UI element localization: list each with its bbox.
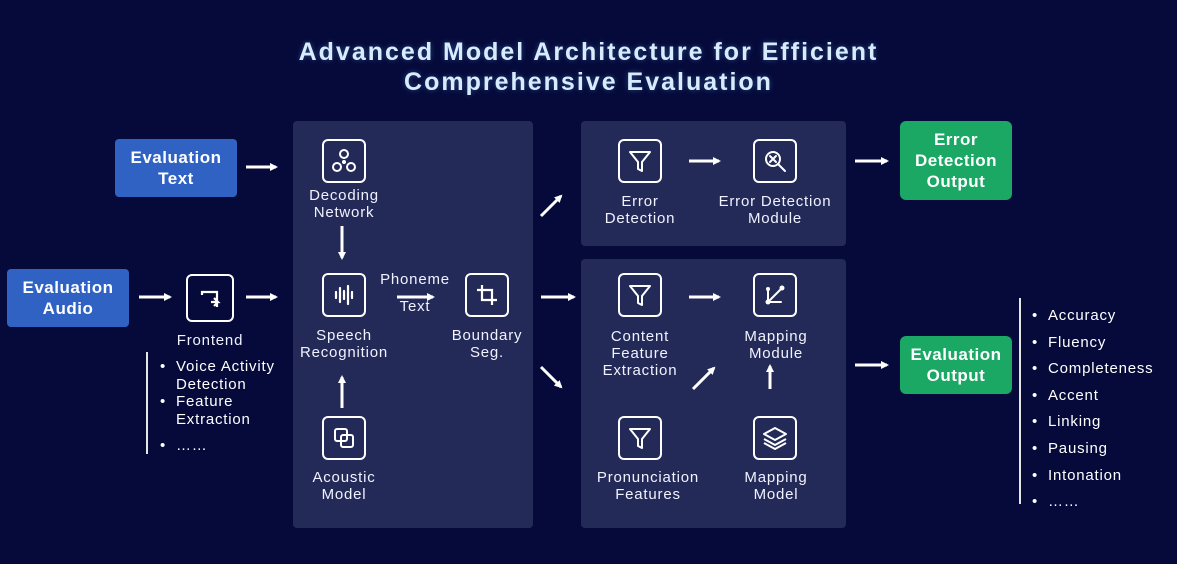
frontend-item-1: •Voice Activity	[160, 358, 275, 375]
speech-recognition-label: Speech Recognition	[299, 327, 389, 361]
evaluation-audio-line-1: Evaluation	[22, 278, 114, 297]
frontend-item-3: •……	[160, 437, 208, 454]
evaluation-output-line-1: Evaluation	[910, 345, 1002, 364]
evaluation-output-line-2: Output	[926, 366, 986, 385]
recognition-panel	[293, 121, 533, 528]
frontend-list: •Voice Activity Detection •Feature Extra…	[160, 358, 275, 455]
error-output-line-3: Output	[926, 172, 986, 191]
arrow-to-error-panel	[539, 194, 563, 218]
error-detection-label: Error Detection	[604, 193, 676, 227]
metrics-list-bracket	[1019, 298, 1021, 504]
evaluation-audio-line-2: Audio	[42, 299, 94, 318]
phoneme-text-label: Phoneme Text	[380, 271, 450, 315]
metric-item: •Fluency	[1032, 333, 1107, 351]
title-line-2: Comprehensive Evaluation	[404, 68, 773, 96]
evaluation-output-box: Evaluation Output	[900, 336, 1012, 394]
evaluation-panel	[581, 259, 846, 528]
frontend-icon	[186, 274, 234, 322]
decoding-network-icon	[322, 139, 366, 183]
arrow-pronunciation-to-mapping	[691, 366, 716, 391]
evaluation-metrics-list: •Accuracy •Fluency •Completeness •Accent…	[1032, 303, 1154, 516]
layers-icon	[753, 416, 797, 460]
acoustic-model-icon	[322, 416, 366, 460]
metric-item: •Pausing	[1032, 439, 1108, 457]
error-output-line-2: Detection	[915, 151, 997, 170]
filter-icon	[618, 139, 662, 183]
metric-item: •Accuracy	[1032, 307, 1117, 324]
frontend-list-bracket	[146, 352, 148, 454]
evaluation-text-box: Evaluation Text	[115, 139, 237, 197]
frontend-label-text: Frontend	[176, 332, 244, 349]
error-detection-output-box: Error Detection Output	[900, 121, 1012, 200]
metric-item: •Linking	[1032, 413, 1102, 431]
pronunciation-filter-icon	[618, 416, 662, 460]
acoustic-model-label: Acoustic Model	[312, 469, 376, 503]
frontend-label: Frontend	[160, 332, 260, 349]
metric-item: •Intonation	[1032, 466, 1122, 484]
frontend-item-2: •Feature	[160, 393, 234, 410]
frontend-item-1b: Detection	[176, 375, 247, 393]
error-output-line-1: Error	[933, 130, 979, 149]
content-feature-extraction-label: Content Feature Extraction	[602, 328, 678, 379]
pronunciation-features-label: Pronunciation Features	[596, 469, 700, 503]
evaluation-audio-box: Evaluation Audio	[7, 269, 129, 327]
search-error-icon	[753, 139, 797, 183]
metric-item: •……	[1032, 493, 1080, 511]
boundary-seg-icon	[465, 273, 509, 317]
content-filter-icon	[618, 273, 662, 317]
metric-item: •Completeness	[1032, 360, 1154, 378]
arrow-to-pronunciation	[539, 365, 563, 389]
speech-recognition-icon	[322, 273, 366, 317]
evaluation-text-line-2: Text	[158, 169, 194, 188]
frontend-item-2b: Extraction	[176, 410, 251, 428]
mapping-module-icon	[753, 273, 797, 317]
decoding-network-label: Decoding Network	[309, 187, 379, 221]
evaluation-text-line-1: Evaluation	[130, 148, 222, 167]
error-panel	[581, 121, 846, 246]
boundary-seg-label: Boundary Seg.	[451, 327, 523, 361]
mapping-module-label: Mapping Module	[744, 328, 808, 362]
title-line-1: Advanced Model Architecture for Efficien…	[298, 38, 879, 66]
diagram-title: Advanced Model Architecture for Efficien…	[0, 37, 1177, 97]
metric-item: •Accent	[1032, 386, 1099, 404]
mapping-model-label: Mapping Model	[744, 469, 808, 503]
error-detection-module-label: Error Detection Module	[718, 193, 832, 227]
